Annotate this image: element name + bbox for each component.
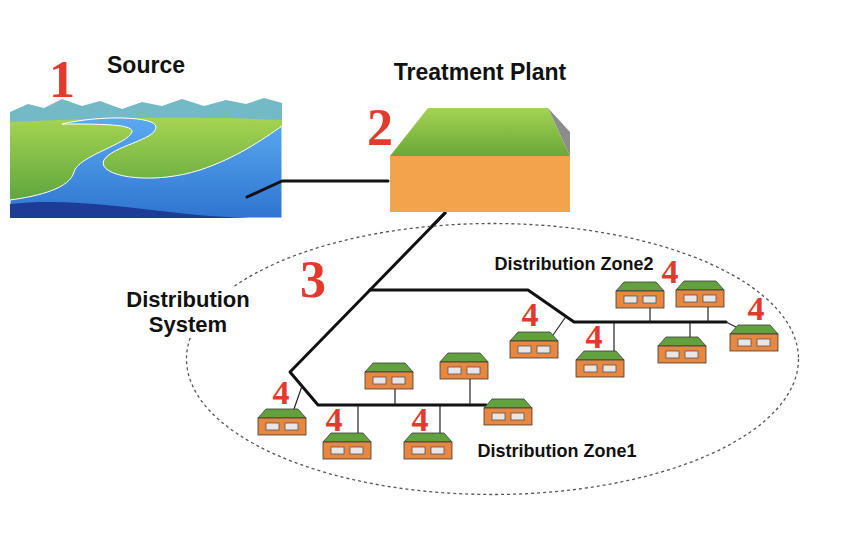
house bbox=[576, 351, 624, 377]
house bbox=[484, 399, 532, 425]
pipe-connector bbox=[282, 180, 388, 183]
river-water bbox=[10, 118, 282, 218]
node-drawing bbox=[390, 108, 570, 212]
service-line bbox=[707, 307, 708, 322]
service-line bbox=[649, 308, 650, 322]
plant-front bbox=[390, 156, 570, 212]
system-heading: Distribution System bbox=[113, 287, 263, 338]
plant-roof-side bbox=[548, 108, 570, 156]
treatment-plant-node: Treatment Plant bbox=[388, 58, 572, 213]
callout-number: 4 bbox=[412, 406, 429, 433]
service-line bbox=[469, 379, 470, 405]
house bbox=[323, 433, 371, 459]
river-land bbox=[10, 114, 282, 218]
deep-water bbox=[10, 202, 250, 218]
house bbox=[510, 332, 558, 358]
intake-pipe bbox=[247, 181, 282, 197]
service-line bbox=[613, 322, 614, 351]
house bbox=[258, 409, 306, 435]
callout-number: 4 bbox=[748, 295, 765, 322]
callout-number: 4 bbox=[586, 323, 603, 350]
zone1-pipe bbox=[290, 290, 486, 405]
service-line bbox=[439, 405, 440, 433]
callout-number: 3 bbox=[300, 259, 326, 301]
house bbox=[616, 282, 664, 308]
distribution-boundary bbox=[187, 224, 799, 495]
zone-label: Distribution Zone1 bbox=[478, 441, 637, 463]
zone2-pipe bbox=[370, 290, 726, 322]
callout-number: 2 bbox=[367, 107, 393, 149]
house bbox=[676, 281, 724, 307]
service-line bbox=[726, 322, 736, 327]
house bbox=[404, 433, 452, 459]
house bbox=[440, 353, 488, 379]
zone-label: Distribution Zone2 bbox=[495, 254, 654, 276]
service-line bbox=[357, 405, 358, 433]
callout-number: 4 bbox=[326, 406, 343, 433]
house bbox=[730, 325, 778, 351]
service-line bbox=[553, 317, 566, 336]
callout-number: 4 bbox=[662, 258, 679, 285]
house bbox=[658, 337, 706, 363]
plant-heading: Treatment Plant bbox=[388, 58, 572, 85]
service-line bbox=[294, 386, 302, 409]
callout-number: 1 bbox=[49, 59, 75, 101]
pipe-connector bbox=[432, 213, 445, 226]
node-drawing bbox=[10, 98, 282, 218]
node-drawing bbox=[187, 224, 799, 495]
callout-number: 4 bbox=[522, 301, 539, 328]
service-line bbox=[394, 389, 395, 405]
house bbox=[365, 363, 413, 389]
callout-number: 4 bbox=[273, 379, 290, 406]
plant-roof bbox=[390, 108, 570, 156]
service-line bbox=[689, 322, 690, 337]
main-pipe bbox=[370, 213, 445, 290]
mountain-range bbox=[10, 98, 282, 122]
